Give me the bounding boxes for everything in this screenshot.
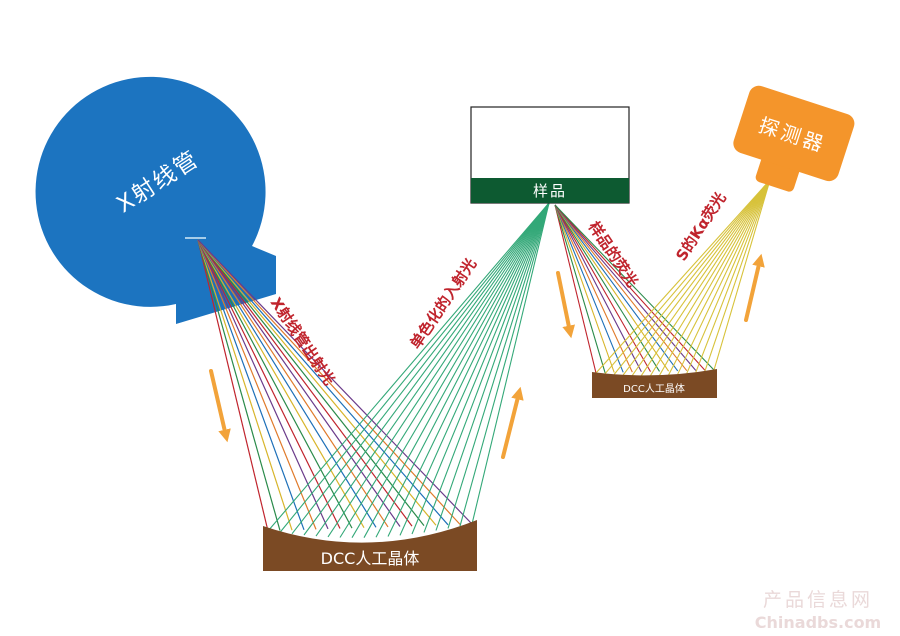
beams-small-crystal-to-detector — [595, 179, 771, 376]
beam-ray — [668, 179, 771, 376]
beam-ray — [197, 239, 281, 531]
beam-ray — [423, 202, 550, 533]
beam-ray — [554, 204, 615, 373]
beam-ray — [363, 202, 550, 538]
beam-ray — [197, 239, 377, 528]
beam-ray — [554, 204, 715, 371]
beam-ray — [471, 202, 550, 525]
watermark: 产品信息网 Chinadbs.com — [755, 589, 881, 632]
beam-ray — [197, 239, 413, 527]
dcc-crystal-main-label: DCC人工晶体 — [321, 549, 420, 568]
beam-ray — [351, 202, 550, 538]
beam-ray — [291, 202, 550, 535]
beam-ray — [435, 202, 550, 531]
beam-ray — [704, 179, 771, 372]
beam-ray — [554, 204, 670, 372]
beams-crystal-to-sample — [267, 202, 550, 538]
dcc-crystal-main-body — [263, 520, 477, 571]
beam-ray — [604, 179, 771, 375]
dcc-crystal-main: DCC人工晶体 — [263, 520, 477, 571]
beam-ray — [554, 204, 597, 374]
beam-ray — [677, 179, 771, 375]
beam-ray — [387, 202, 550, 537]
dcc-crystal-small-label: DCC人工晶体 — [623, 383, 685, 395]
beam-ray — [459, 202, 550, 527]
watermark-line1: 产品信息网 — [763, 589, 873, 611]
watermark-line2: Chinadbs.com — [755, 613, 881, 632]
dcc-crystal-small: DCC人工晶体 — [592, 369, 717, 398]
beam-ray — [197, 239, 293, 531]
beam-ray — [713, 179, 771, 371]
sample-label: 样品 — [533, 182, 567, 200]
beam-ray — [554, 204, 624, 373]
arrow-down-right — [556, 271, 575, 339]
beam-ray — [650, 179, 771, 376]
beam-ray — [197, 239, 437, 526]
sample-bar — [471, 178, 629, 203]
beam-ray — [640, 179, 771, 376]
beam-ray — [197, 239, 341, 529]
beam-ray — [659, 179, 771, 376]
beam-ray — [595, 179, 771, 374]
beam-ray — [554, 204, 688, 372]
beam-ray — [315, 202, 550, 537]
detector: 探测器 — [733, 85, 855, 192]
detector-body — [733, 85, 855, 182]
beam-ray — [327, 202, 550, 538]
sample: 样品 — [470, 106, 630, 204]
beam-ray — [197, 239, 449, 526]
beam-ray — [686, 179, 771, 374]
beam-ray — [447, 202, 550, 529]
beam-ray — [554, 204, 606, 373]
beam-ray — [554, 204, 660, 372]
beam-ray — [554, 204, 679, 372]
beams-sample-to-small-crystal — [554, 204, 715, 374]
beam-ray — [554, 204, 633, 373]
beam-ray — [197, 239, 389, 528]
beam-ray — [339, 202, 550, 538]
beam-ray — [613, 179, 771, 375]
beam-ray — [622, 179, 771, 376]
arrow-up-mid — [501, 386, 524, 459]
arrow-down-left — [209, 369, 231, 443]
beam-ray — [197, 239, 401, 527]
beam-ray — [411, 202, 550, 535]
beam-ray — [197, 239, 425, 526]
direction-arrows — [209, 253, 765, 459]
beam-ray — [554, 204, 651, 372]
beam-ray — [197, 239, 329, 530]
dcc-crystal-small-body — [592, 369, 717, 398]
beam-ray — [197, 239, 317, 530]
beam-ray — [267, 202, 550, 532]
beam-ray — [375, 202, 550, 538]
label-s-ka: S的Kα荧光 — [672, 189, 729, 264]
beam-ray — [197, 239, 365, 528]
beam-ray — [695, 179, 771, 373]
beam-ray — [631, 179, 771, 376]
beam-ray — [303, 202, 550, 536]
beam-ray — [197, 239, 269, 532]
beam-ray — [279, 202, 550, 533]
arrow-up-right — [744, 253, 765, 322]
beam-ray — [399, 202, 550, 536]
beam-ray — [554, 204, 706, 371]
label-monochromatic: 单色化的入射光 — [406, 255, 480, 352]
beam-ray — [197, 239, 353, 529]
beam-ray — [197, 239, 305, 531]
beam-ray — [554, 204, 697, 371]
beam-ray — [554, 204, 642, 373]
